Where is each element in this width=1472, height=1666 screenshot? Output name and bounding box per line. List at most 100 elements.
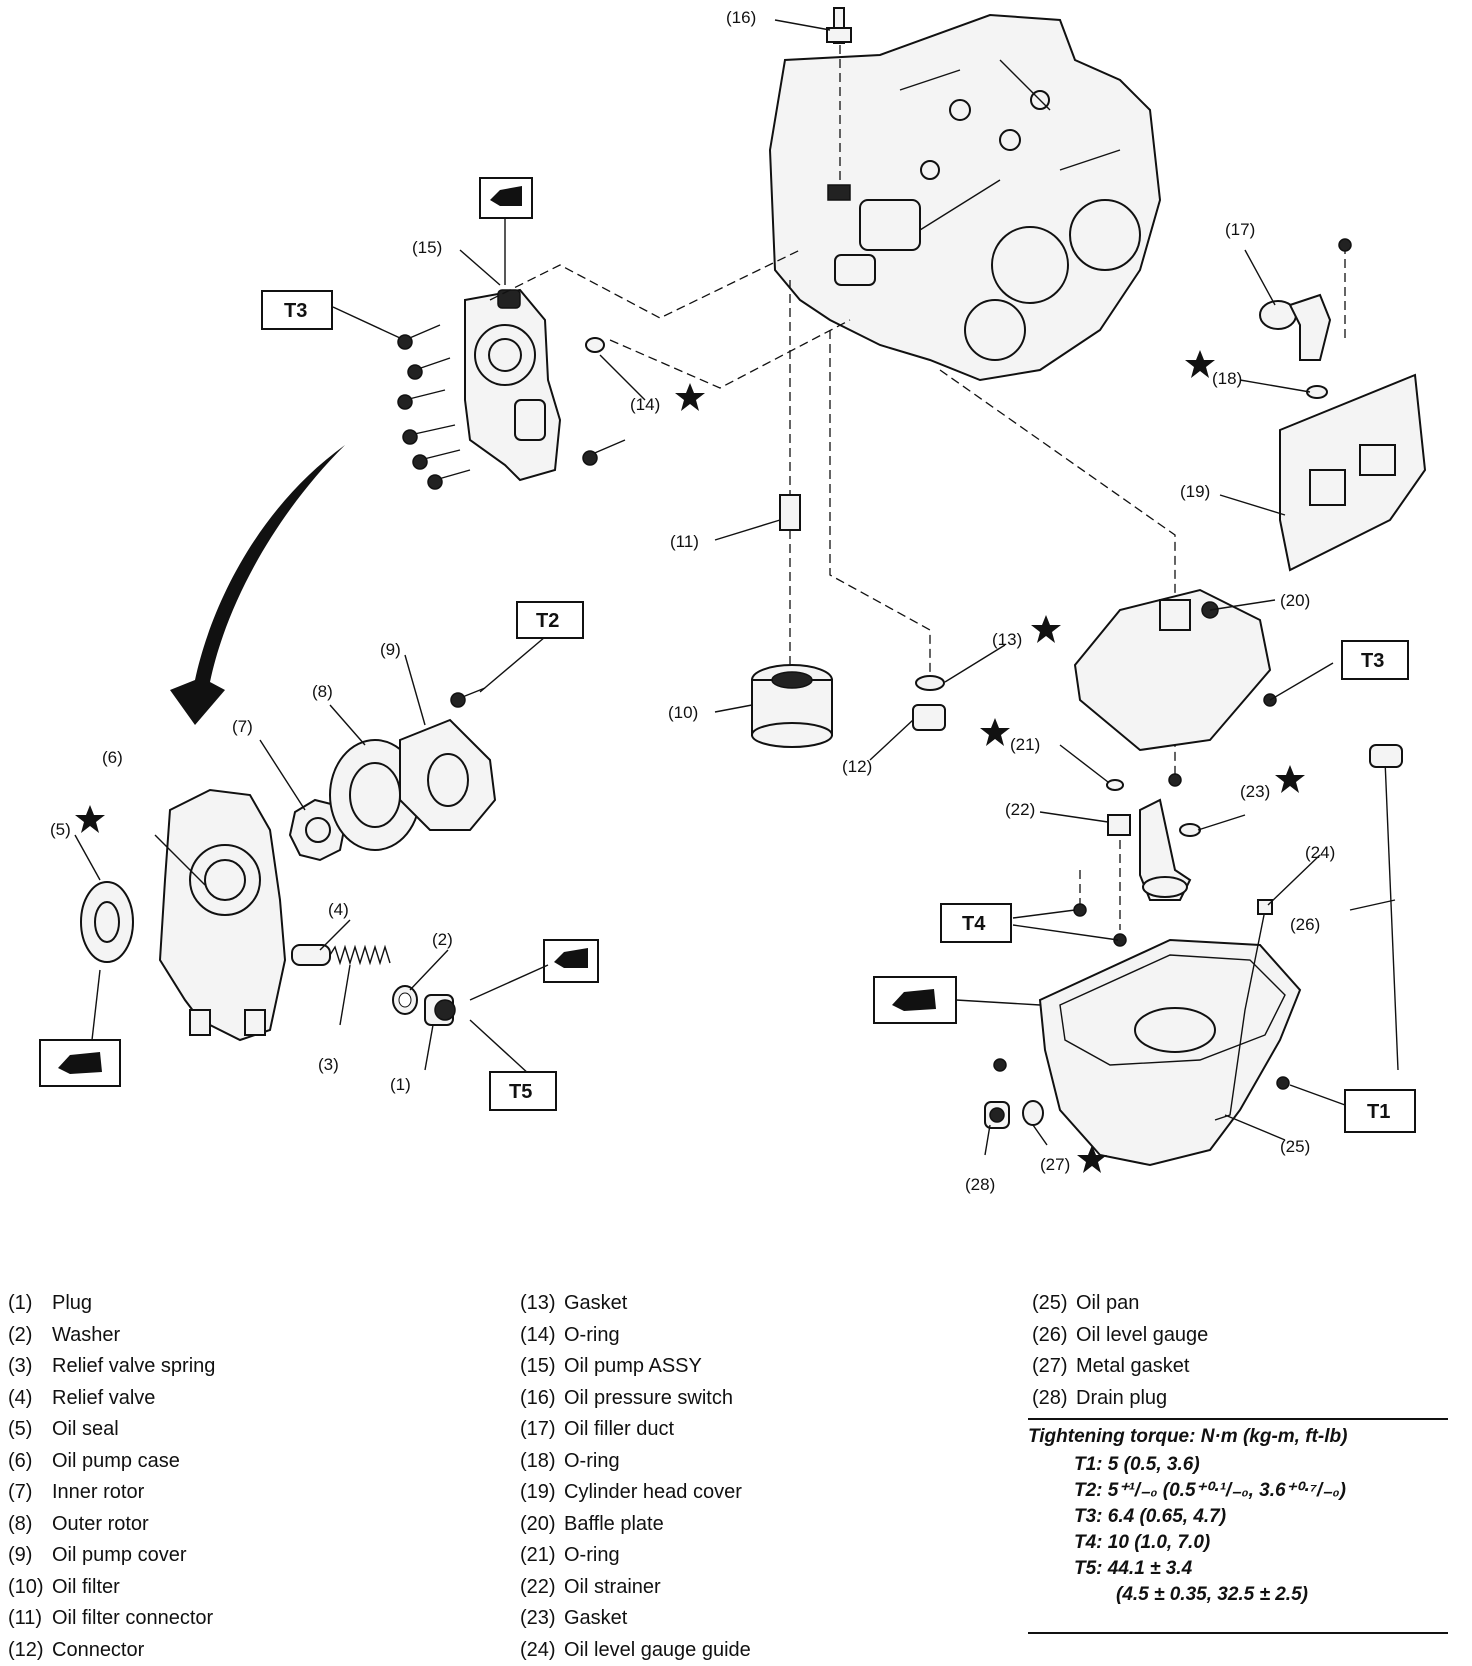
oil-can-icon-2: [874, 977, 1040, 1023]
legend-number: (26): [1032, 1320, 1076, 1352]
legend-label: O-ring: [564, 1544, 620, 1566]
callout-3: (3): [318, 1055, 339, 1074]
legend-number: (21): [520, 1540, 564, 1572]
legend-item: (6)Oil pump case: [8, 1446, 215, 1478]
torque-t1: T1: 5 (0.5, 3.6): [1028, 1452, 1448, 1478]
torque-t2: T2: 5⁺¹/₋₀ (0.5⁺⁰·¹/₋₀, 3.6⁺⁰·⁷/₋₀): [1028, 1478, 1448, 1504]
legend-label: Outer rotor: [52, 1513, 149, 1535]
legend-item: (17)Oil filler duct: [520, 1414, 751, 1446]
legend-item: (1)Plug: [8, 1288, 215, 1320]
oil-can-icon: [40, 970, 120, 1086]
torque-box-t3a: T3: [262, 291, 332, 329]
callout-22: (22): [1005, 800, 1035, 819]
oil-seal: [81, 882, 133, 962]
washer: [393, 986, 417, 1014]
o-ring-21: [1107, 780, 1123, 790]
legend-label: Inner rotor: [52, 1481, 144, 1503]
callout-27: (27): [1040, 1155, 1070, 1174]
callout-11: (11): [670, 532, 699, 551]
legend-item: (15)Oil pump ASSY: [520, 1351, 751, 1383]
legend-label: Oil pump ASSY: [564, 1355, 702, 1377]
torque-t5-imperial: (4.5 ± 0.35, 32.5 ± 2.5): [1028, 1582, 1448, 1608]
legend-label: Gasket: [564, 1292, 627, 1314]
legend-label: Connector: [52, 1639, 144, 1661]
legend-number: (12): [8, 1635, 52, 1666]
torque-box-t4: T4: [941, 904, 1011, 942]
legend-item: (10)Oil filter: [8, 1572, 215, 1604]
callout-9: (9): [380, 640, 401, 659]
callout-24: (24): [1305, 843, 1335, 862]
gasket-13: [916, 676, 944, 690]
strainer-bolt: [1074, 904, 1086, 916]
legend-number: (7): [8, 1477, 52, 1509]
legend-item: (11)Oil filter connector: [8, 1603, 215, 1635]
torque-divider: [1028, 1632, 1448, 1634]
legend-number: (11): [8, 1603, 52, 1635]
filler-duct-bolt: [1339, 239, 1351, 251]
oil-filter: [752, 665, 832, 747]
metal-gasket: [1023, 1101, 1043, 1125]
legend-item: (19)Cylinder head cover: [520, 1477, 751, 1509]
callout-25: (25): [1280, 1137, 1310, 1156]
legend-label: Oil pressure switch: [564, 1387, 733, 1409]
legend-number: (5): [8, 1414, 52, 1446]
callout-19: (19): [1180, 482, 1210, 501]
legend-label: Oil level gauge: [1076, 1324, 1208, 1346]
legend-label: O-ring: [564, 1324, 620, 1346]
legend-item: (28)Drain plug: [1032, 1383, 1208, 1415]
relief-valve: [292, 945, 330, 965]
callout-7: (7): [232, 717, 253, 736]
legend-number: (17): [520, 1414, 564, 1446]
switch-port: [828, 185, 850, 200]
legend-item: (12)Connector: [8, 1635, 215, 1666]
legend-item: (4)Relief valve: [8, 1383, 215, 1415]
oil-filler-duct: [1260, 295, 1330, 360]
legend-number: (4): [8, 1383, 52, 1415]
legend-item: (26)Oil level gauge: [1032, 1320, 1208, 1352]
legend-item: (13)Gasket: [520, 1288, 751, 1320]
legend-number: (9): [8, 1540, 52, 1572]
drain-plug: [985, 1102, 1009, 1128]
callout-1: (1): [390, 1075, 411, 1094]
oil-pump-case: [160, 790, 285, 1040]
legend-number: (8): [8, 1509, 52, 1541]
legend-item: (14)O-ring: [520, 1320, 751, 1352]
legend-number: (13): [520, 1288, 564, 1320]
legend-column-2: (13)Gasket(14)O-ring(15)Oil pump ASSY(16…: [520, 1288, 751, 1666]
legend-number: (2): [8, 1320, 52, 1352]
callout-4: (4): [328, 900, 349, 919]
torque-title: Tightening torque: N·m (kg-m, ft-lb): [1028, 1426, 1448, 1448]
torque-box-t5: T5: [490, 1072, 556, 1110]
svg-text:T1: T1: [1367, 1101, 1390, 1123]
legend-label: Oil pan: [1076, 1292, 1139, 1314]
legend-label: Cylinder head cover: [564, 1481, 742, 1503]
baffle-plate: [1075, 590, 1270, 750]
svg-text:T4: T4: [962, 913, 986, 935]
legend-item: (9)Oil pump cover: [8, 1540, 215, 1572]
oil-level-gauge: [1370, 745, 1402, 1070]
cylinder-head-cover: [1280, 375, 1425, 570]
svg-text:T5: T5: [509, 1081, 532, 1103]
legend-label: O-ring: [564, 1450, 620, 1472]
svg-text:T3: T3: [284, 300, 307, 322]
legend-item: (25)Oil pan: [1032, 1288, 1208, 1320]
legend-item: (23)Gasket: [520, 1603, 751, 1635]
callout-2: (2): [432, 930, 453, 949]
legend-column-1: (1)Plug(2)Washer(3)Relief valve spring(4…: [8, 1288, 215, 1666]
callout-28: (28): [965, 1175, 995, 1194]
legend-item: (16)Oil pressure switch: [520, 1383, 751, 1415]
legend-label: Oil pump cover: [52, 1544, 187, 1566]
legend-number: (22): [520, 1572, 564, 1604]
legend-number: (27): [1032, 1351, 1076, 1383]
legend-label: Metal gasket: [1076, 1355, 1189, 1377]
legend-number: (14): [520, 1320, 564, 1352]
oil-pressure-switch: [827, 8, 851, 43]
legend-item: (18)O-ring: [520, 1446, 751, 1478]
legend-number: (10): [8, 1572, 52, 1604]
legend-item: (7)Inner rotor: [8, 1477, 215, 1509]
legend-number: (20): [520, 1509, 564, 1541]
callout-17: (17): [1225, 220, 1255, 239]
legend-column-3: (25)Oil pan(26)Oil level gauge(27)Metal …: [1032, 1288, 1208, 1414]
legend-label: Baffle plate: [564, 1513, 664, 1535]
callout-6: (6): [102, 748, 123, 767]
